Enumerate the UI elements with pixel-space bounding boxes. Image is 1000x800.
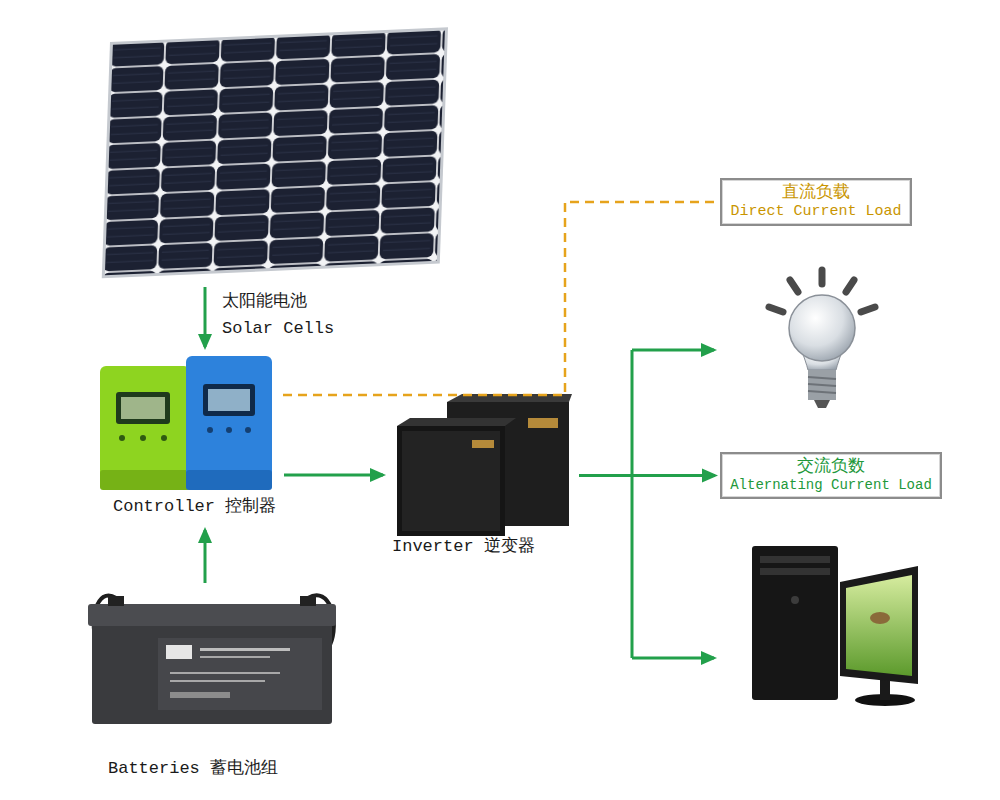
inverter-picture: [397, 394, 572, 536]
monitor-neck: [880, 678, 890, 700]
wire-arrow: [632, 349, 714, 352]
battery-print: [170, 692, 230, 698]
battery-picture: [88, 595, 336, 724]
node-label: Direct Current Load: [730, 203, 902, 222]
node-label: Controller 控制器: [113, 493, 277, 520]
blue-controller-base: [186, 470, 272, 490]
drive-bay: [760, 556, 830, 563]
panel-frame: [102, 27, 448, 278]
power-button: [791, 596, 799, 604]
computer-picture: [752, 546, 918, 706]
bulb-thread: [808, 377, 836, 393]
bulb-picture: [769, 270, 875, 408]
battery-terminal: [300, 596, 316, 606]
battery-print: [200, 656, 270, 658]
inverter-front: [397, 426, 505, 536]
node-label: 太阳能电池: [222, 288, 455, 315]
inverter-top: [397, 418, 516, 426]
battery-print: [170, 672, 280, 674]
battery-print: [200, 648, 290, 651]
battery-lid: [88, 604, 336, 626]
battery-terminal: [108, 596, 124, 606]
node-label: 交流负数: [730, 456, 932, 477]
controller-picture: [100, 356, 272, 490]
bulb-glass: [789, 295, 855, 361]
ac-branch-wires: [632, 350, 714, 658]
dc-load-box: 直流负载Direct Current Load: [720, 178, 912, 226]
arrow-connector: [579, 474, 715, 477]
arrow-connector: [284, 474, 383, 477]
battery-logo: [166, 645, 192, 659]
battery-bank: Batteries 蓄电池组: [88, 588, 340, 787]
inverter-face: [402, 431, 500, 531]
node-label: Batteries 蓄电池组: [108, 755, 336, 782]
button: [140, 435, 146, 441]
green-display: [116, 392, 170, 424]
solar-panel: 太阳能电池Solar Cells: [95, 30, 455, 282]
node-label: Alternating Current Load: [730, 477, 932, 495]
dashed-connector: [283, 202, 717, 395]
arrow-connector: [204, 530, 207, 583]
wire-arrow: [632, 657, 714, 660]
wire: [631, 350, 634, 658]
node-label: Solar Cells: [222, 315, 455, 342]
node-label: 直流负载: [730, 182, 902, 203]
inverter-display: [472, 440, 494, 448]
drive-bay: [760, 568, 830, 575]
green-controller-base: [100, 470, 190, 490]
button: [245, 427, 251, 433]
inverter-display: [528, 418, 558, 428]
arrow-connector: [204, 287, 207, 347]
button: [207, 427, 213, 433]
solar-panel-picture: [102, 27, 448, 278]
node-label: Inverter 逆变器: [392, 533, 572, 560]
green-screen: [121, 397, 165, 419]
screen-bird: [870, 612, 890, 624]
battery-body: [92, 614, 332, 724]
blue-controller: [186, 356, 272, 490]
battery-label: [158, 638, 322, 710]
blue-screen: [208, 389, 250, 411]
pc-tower: [752, 546, 838, 700]
monitor-bezel: [840, 566, 918, 684]
bulb-tip: [814, 400, 830, 408]
button: [161, 435, 167, 441]
inverter: Inverter 逆变器: [388, 398, 576, 565]
monitor-screen: [846, 575, 912, 676]
bulb-base: [808, 370, 836, 400]
battery-print: [170, 680, 265, 682]
button: [119, 435, 125, 441]
button: [226, 427, 232, 433]
charge-controller: Controller 控制器: [100, 352, 281, 525]
panel-cells: [105, 30, 445, 275]
ac-load-box: 交流负数Alternating Current Load: [720, 452, 942, 499]
blue-display: [203, 384, 255, 416]
green-controller: [100, 366, 190, 490]
